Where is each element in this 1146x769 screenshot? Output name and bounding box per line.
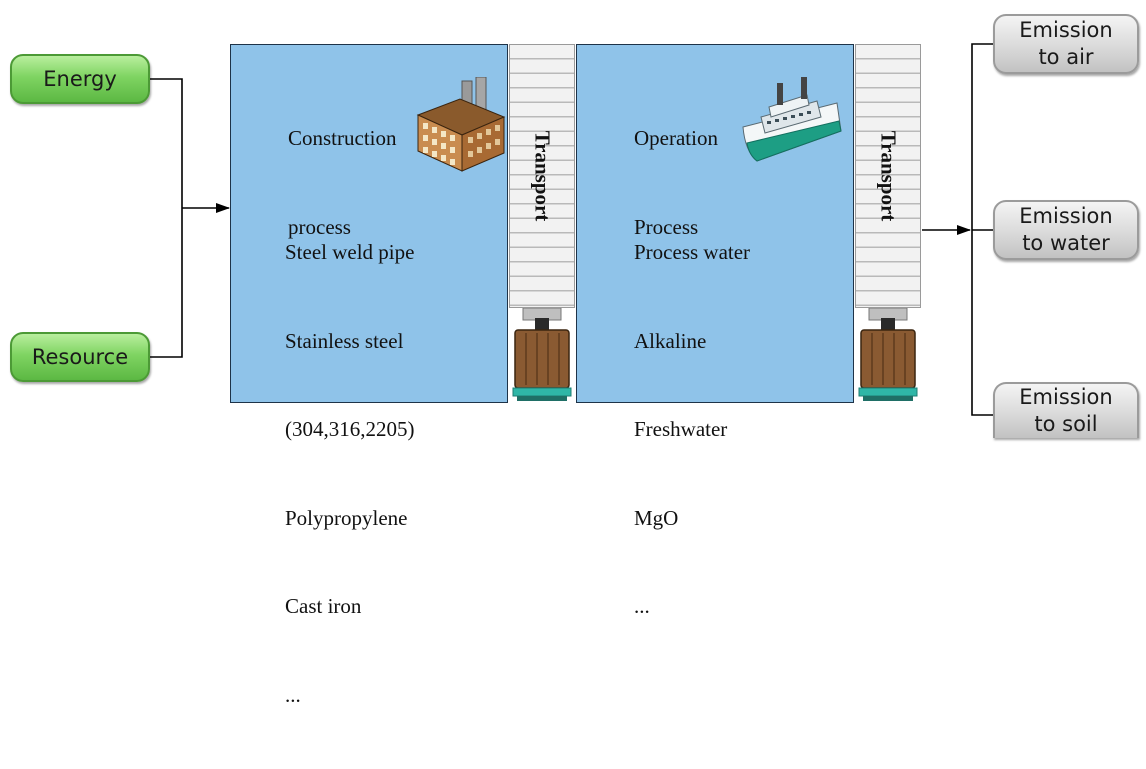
- emission-soil-line2: to soil: [1034, 412, 1098, 436]
- energy-connector: [150, 78, 183, 358]
- truck-icon: [858, 308, 918, 401]
- material-item: Steel weld pipe: [285, 240, 415, 264]
- energy-input: Energy: [10, 54, 150, 104]
- material-item: MgO: [634, 505, 679, 530]
- factory-icon: [416, 77, 506, 172]
- construction-process-box: Construction process Steel weld pipe Sta…: [230, 44, 508, 707]
- transport-label: Transport: [530, 130, 555, 222]
- connector-lines: [150, 43, 993, 416]
- material-item: Polypropylene: [285, 505, 408, 530]
- resource-label: Resource: [31, 344, 129, 369]
- emission-water-line1: Emission: [1019, 204, 1113, 228]
- emission-soil-line1: Emission: [1019, 385, 1113, 409]
- transport-bar-1: Transport: [509, 44, 575, 308]
- material-item: Cast iron: [285, 594, 362, 618]
- operation-title: Operation Process: [634, 126, 718, 239]
- transport-bar-2: Transport: [855, 44, 921, 308]
- material-item: Alkaline: [634, 328, 707, 353]
- emission-air-line1: Emission: [1019, 18, 1113, 42]
- emission-water: Emission to water: [993, 200, 1139, 260]
- construction-materials: Steel weld pipe Stainless steel (304,316…: [285, 179, 415, 769]
- material-item: Process water: [634, 240, 751, 264]
- material-item: (304,316,2205): [285, 417, 415, 441]
- material-item: ...: [634, 594, 650, 618]
- emission-air: Emission to air: [993, 14, 1139, 74]
- material-item: Freshwater: [634, 417, 728, 441]
- resource-input: Resource: [10, 332, 150, 382]
- construction-title: Construction process: [288, 126, 397, 239]
- truck-icon: [512, 308, 572, 401]
- energy-label: Energy: [43, 66, 117, 91]
- ferry-icon: [742, 77, 842, 162]
- transport-label: Transport: [876, 130, 901, 222]
- emission-soil: Emission to soil: [993, 382, 1139, 438]
- material-item: Stainless steel: [285, 328, 404, 353]
- emission-water-line2: to water: [1022, 231, 1110, 255]
- material-item: ...: [285, 682, 301, 707]
- operation-process-box: Operation Process Process water Alkaline…: [576, 44, 854, 618]
- emission-air-line2: to air: [1038, 45, 1094, 69]
- operation-materials: Process water Alkaline Freshwater MgO ..…: [634, 179, 750, 681]
